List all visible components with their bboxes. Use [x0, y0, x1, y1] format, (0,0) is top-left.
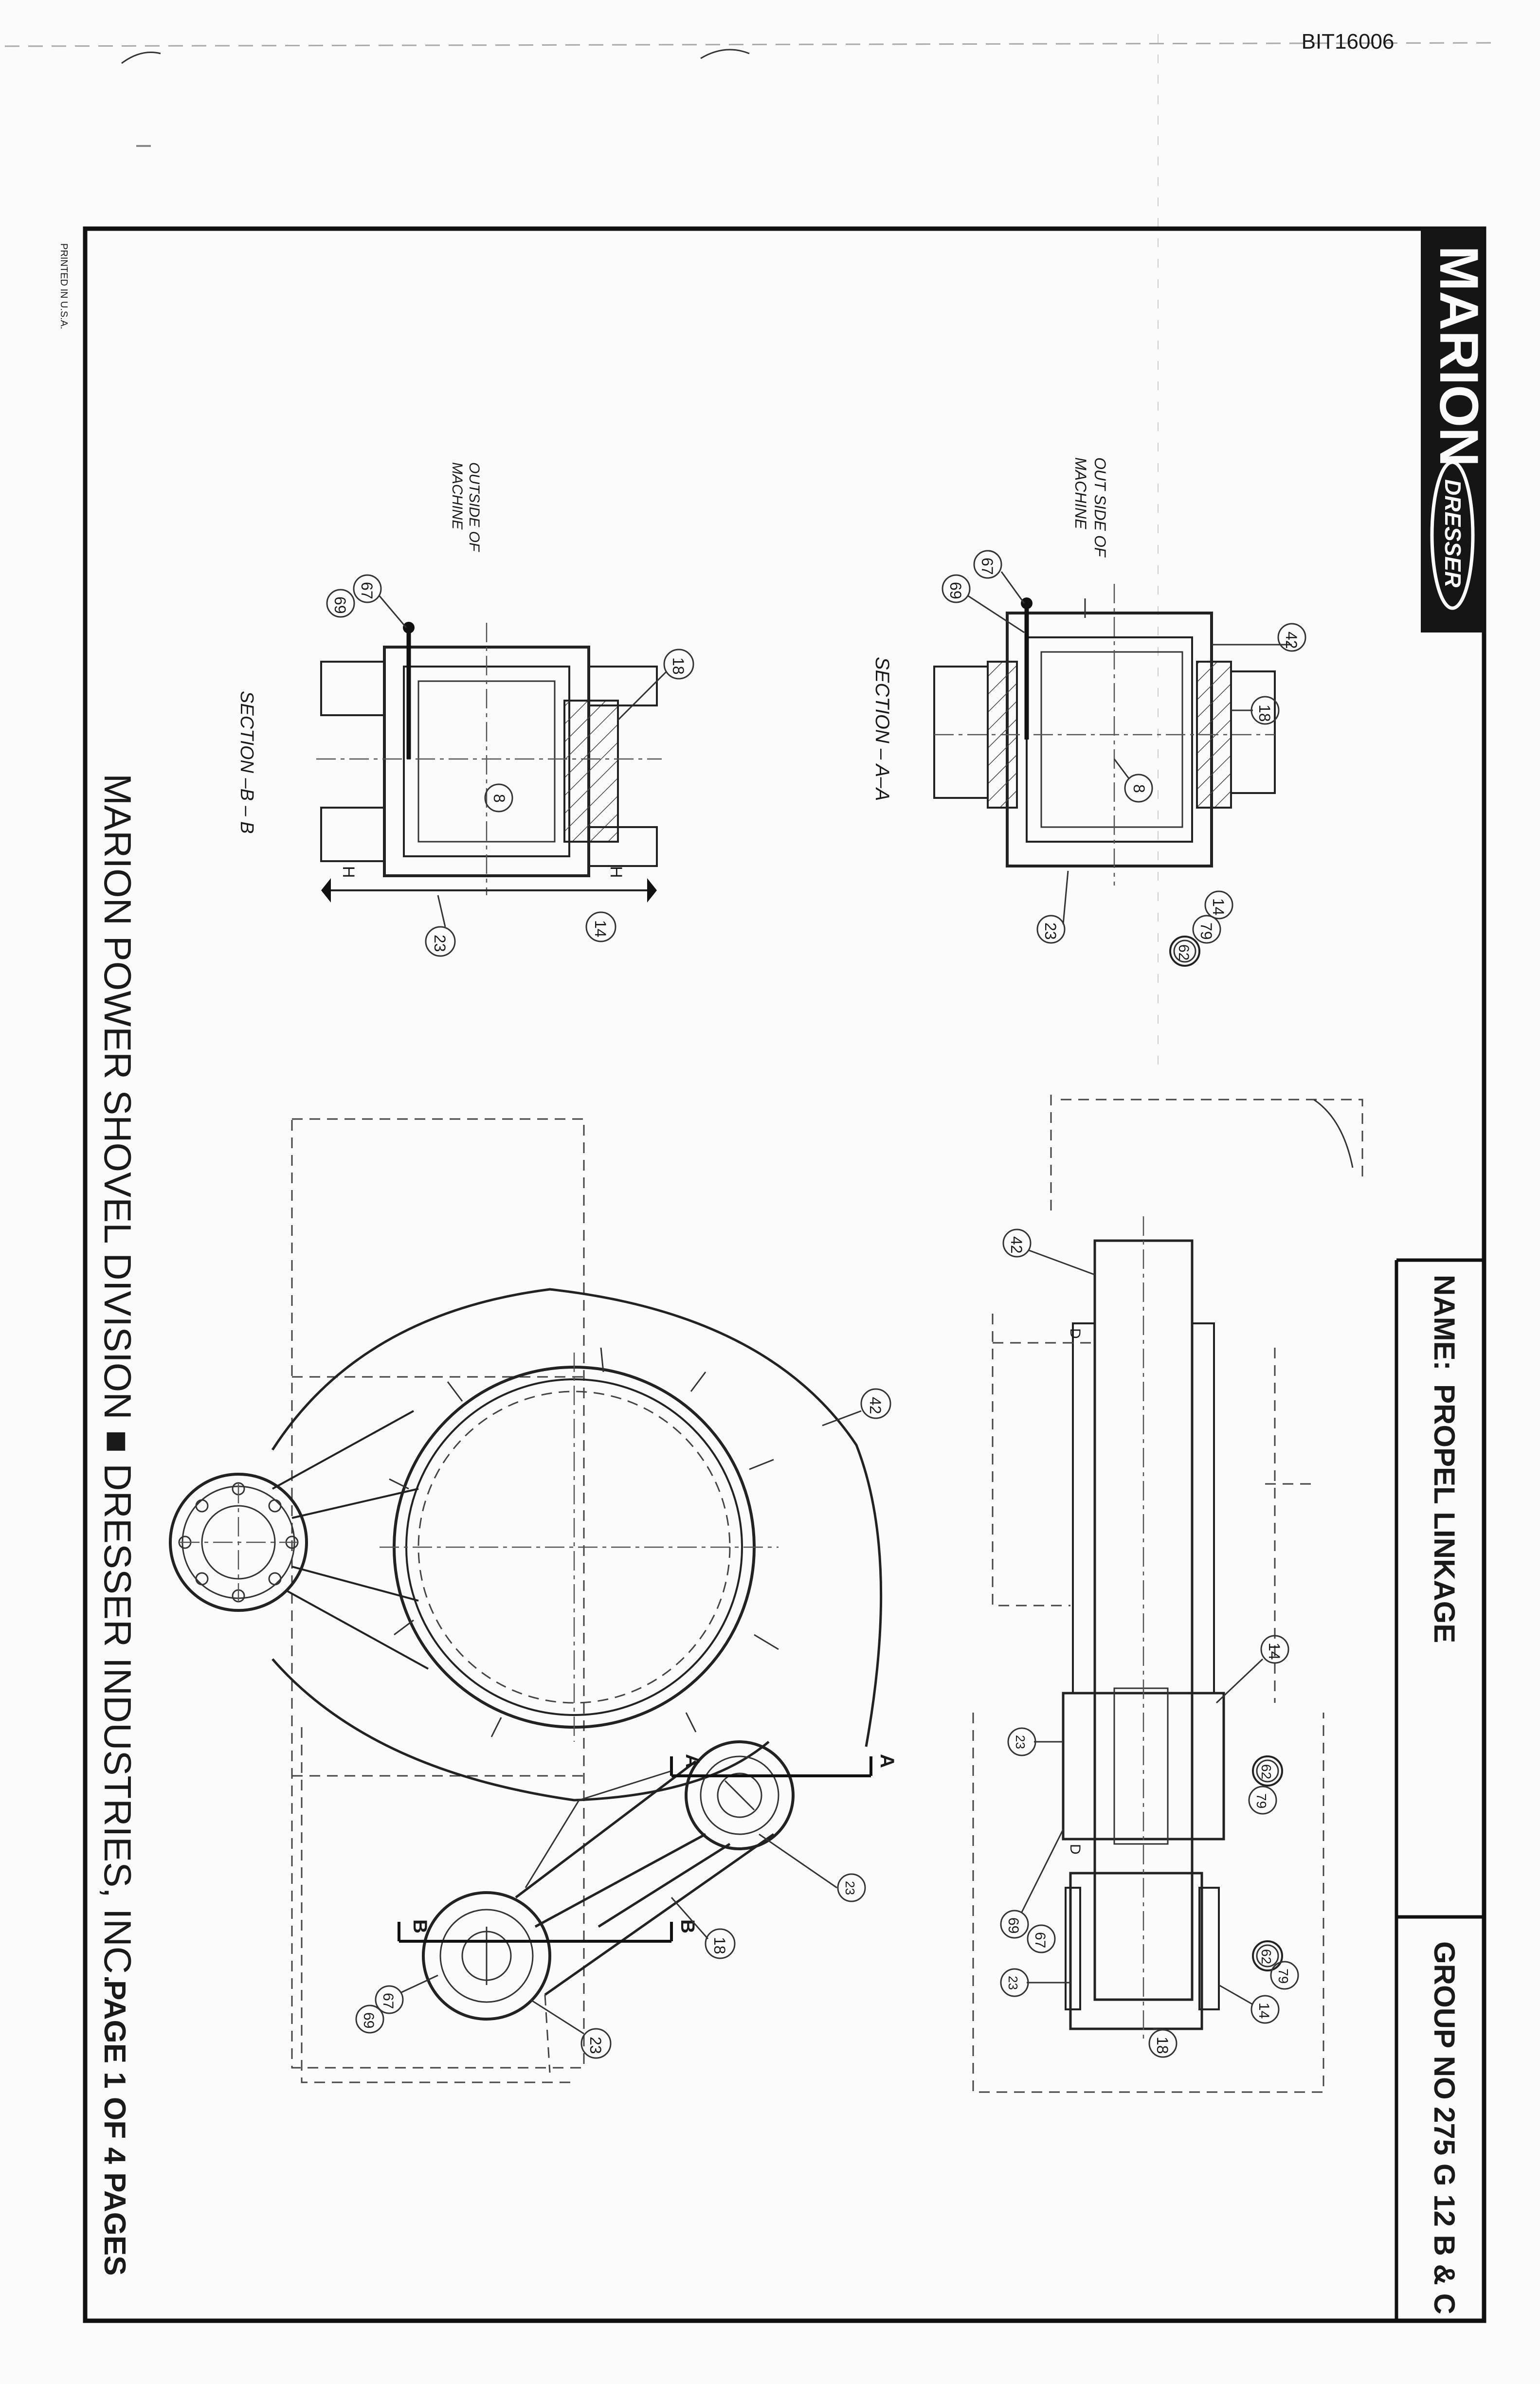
link-pin-a [685, 1740, 795, 1850]
section-mark-b-right: B [677, 1919, 698, 1933]
logo-brand-text: MARION [1429, 246, 1489, 467]
section-aa-callouts: 42 18 8 14 79 62 23 67 69 [942, 550, 1306, 967]
section-bb-view [316, 622, 662, 903]
callout-top-14b: 14 [1256, 2003, 1272, 2019]
callout-aa-23: 23 [1042, 922, 1059, 940]
marion-logo: MARION DRESSER [1421, 229, 1489, 632]
section-mark-a-right: A [876, 1754, 898, 1768]
page-count: PAGE 1 OF 4 PAGES [98, 1980, 131, 2276]
section-mark-b-left: B [409, 1919, 431, 1933]
section-bb-note-line2: MACHINE [449, 462, 465, 530]
group-label: GROUP NO [1428, 1941, 1461, 2100]
callout-top-23a: 23 [1013, 1735, 1028, 1749]
callout-aa-42: 42 [1283, 632, 1300, 649]
section-aa-note-line1: OUT SIDE OF [1091, 457, 1109, 558]
callout-side-23a: 23 [843, 1881, 857, 1895]
logo-sub-text: DRESSER [1440, 479, 1466, 587]
callout-top-79a: 79 [1254, 1793, 1269, 1808]
callout-side-42: 42 [867, 1397, 884, 1414]
callout-top-18: 18 [1154, 2037, 1171, 2054]
division-footer: MARION POWER SHOVEL DIVISION ■ DRESSER I… [96, 774, 139, 1985]
callout-top-79b: 79 [1276, 1969, 1291, 1984]
callout-side-67: 67 [380, 1993, 396, 2009]
top-view-callouts: 42 14 23 62 79 69 67 23 62 79 14 18 [1000, 1228, 1299, 2058]
top-view-end-mark-right: D [1067, 1844, 1083, 1855]
callout-top-62b: 62 [1259, 1949, 1274, 1964]
callout-aa-69: 69 [947, 582, 964, 599]
section-bb-arrow-label-left: H [339, 866, 358, 878]
group-value: 275 G 12 B & C [1428, 2107, 1461, 2314]
callout-top-14a: 14 [1266, 1643, 1283, 1660]
callout-aa-67: 67 [978, 558, 996, 575]
top-view-end-mark-left: D [1067, 1328, 1083, 1339]
section-bb-title: SECTION –B – B [236, 691, 257, 834]
callout-bb-69: 69 [331, 596, 349, 614]
section-aa-note-line2: MACHINE [1072, 457, 1089, 529]
callout-bb-14: 14 [592, 920, 609, 938]
callout-bb-18: 18 [670, 657, 687, 675]
callout-aa-14: 14 [1210, 898, 1227, 916]
side-view-callouts: 42 23 18 23 67 69 [355, 1388, 891, 2059]
side-view-linkage [169, 1118, 883, 2083]
callout-side-23b: 23 [587, 2037, 604, 2054]
scan-artifacts [4, 34, 1499, 1070]
section-bb-callouts: 18 8 14 23 67 69 [326, 574, 694, 957]
section-bb-note-line1: OUTSIDE OF [466, 462, 482, 552]
callout-side-69: 69 [361, 2012, 377, 2028]
doc-code: BIT16006 [1302, 30, 1395, 54]
callout-bb-67: 67 [358, 582, 376, 599]
drawing-frame [83, 226, 1486, 2323]
callout-top-23b: 23 [1006, 1976, 1020, 1990]
section-mark-a-left: A [682, 1754, 703, 1768]
callout-bb-8: 8 [490, 794, 508, 803]
section-bb-arrow-label-right: H [607, 866, 625, 878]
callout-aa-18: 18 [1256, 704, 1273, 722]
top-view-linkage [972, 1095, 1363, 2093]
callout-top-62a: 62 [1259, 1764, 1274, 1779]
section-aa-view [933, 584, 1276, 885]
callout-top-42: 42 [1008, 1236, 1025, 1254]
link-pin-b [422, 1891, 551, 2021]
section-aa-title: SECTION – A–A [871, 657, 893, 801]
title-block [1395, 657, 1486, 2321]
callout-top-67: 67 [1032, 1932, 1048, 1948]
callout-aa-8: 8 [1130, 784, 1148, 793]
printed-note: PRINTED IN U.S.A. [58, 243, 69, 329]
drive-flange [169, 1473, 308, 1612]
name-value: PROPEL LINKAGE [1428, 1384, 1461, 1643]
callout-aa-79: 79 [1197, 922, 1215, 940]
callout-top-69: 69 [1005, 1917, 1021, 1933]
callout-bb-23: 23 [431, 935, 449, 952]
callout-side-18: 18 [711, 1937, 728, 1954]
name-label: NAME: [1428, 1275, 1461, 1371]
callout-aa-62: 62 [1176, 944, 1192, 960]
